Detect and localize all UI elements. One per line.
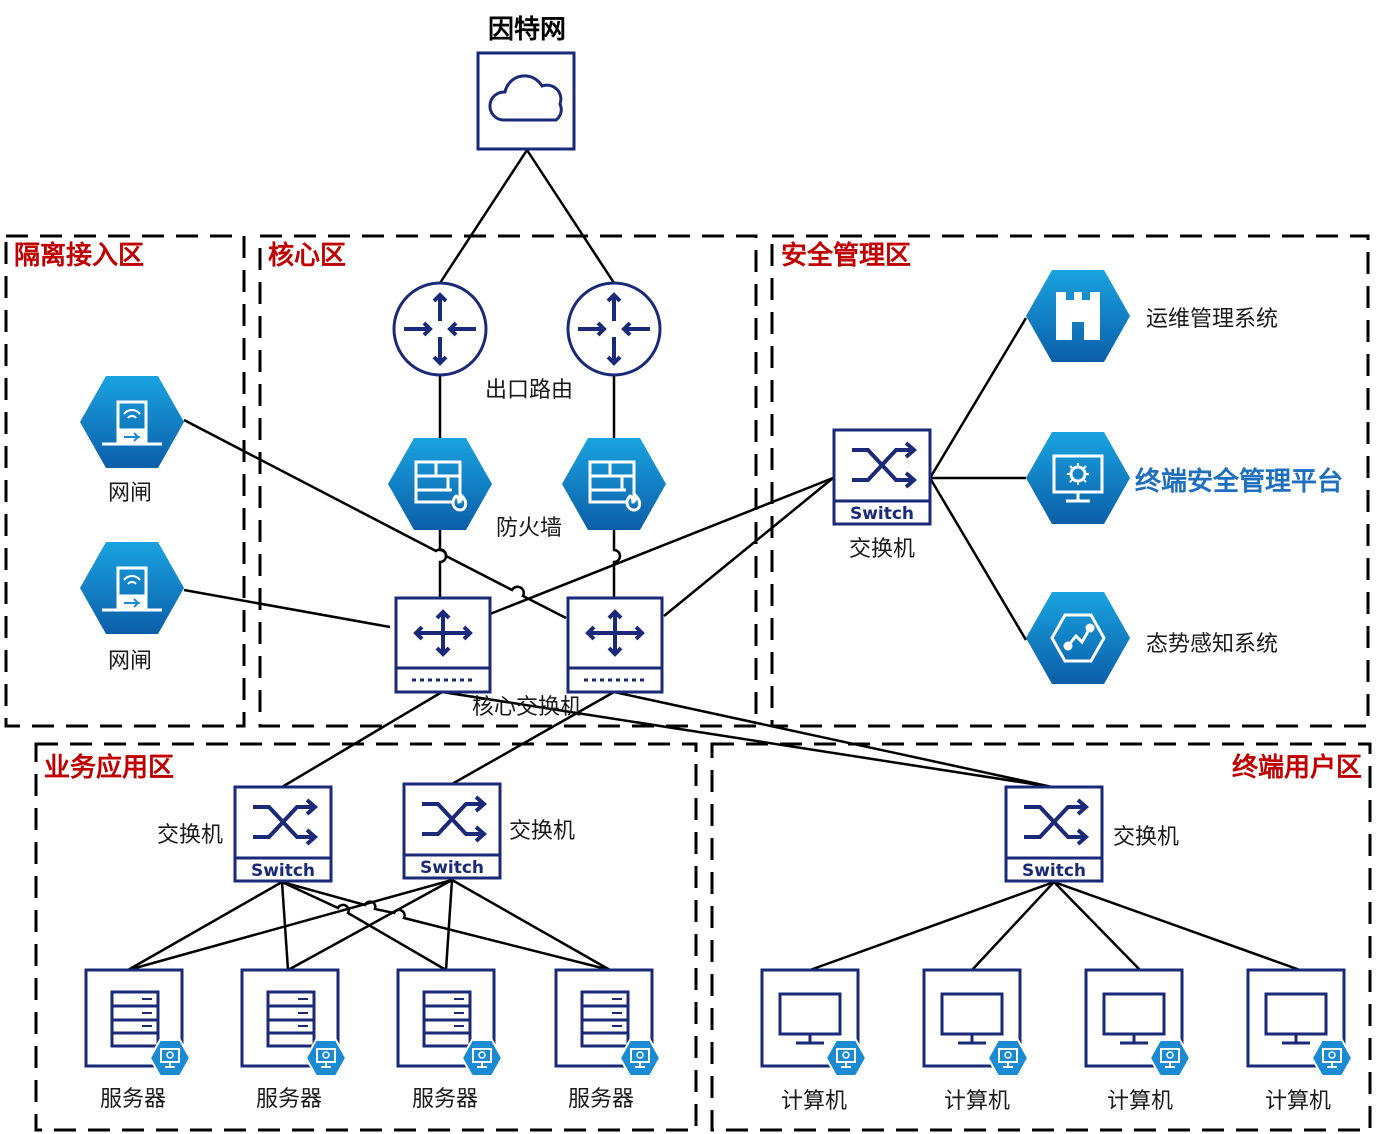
computer-3 xyxy=(1084,968,1191,1077)
system-label-3: 态势感知系统 xyxy=(1146,632,1278,657)
security-switch-label: 交换机 xyxy=(849,537,915,562)
computer-label-3: 计算机 xyxy=(1107,1089,1173,1114)
server-4 xyxy=(554,968,661,1077)
computer-1 xyxy=(760,968,867,1077)
zone-title-security: 安全管理区 xyxy=(781,240,911,271)
core-switch-label: 核心交换机 xyxy=(472,695,582,720)
core-switch-1 xyxy=(394,596,492,694)
switch-word: Switch xyxy=(251,861,315,881)
computer-2 xyxy=(922,968,1029,1077)
business-switch-label-2: 交换机 xyxy=(509,819,575,844)
system-label-1: 运维管理系统 xyxy=(1146,307,1278,332)
firewall-icon xyxy=(588,460,642,512)
gateway-icon xyxy=(102,400,162,446)
computer-label-2: 计算机 xyxy=(944,1089,1010,1114)
computer-label-1: 计算机 xyxy=(781,1089,847,1114)
business-switch-1: Switch xyxy=(233,785,333,883)
router-1 xyxy=(392,281,488,377)
server-1 xyxy=(84,968,191,1077)
server-label-4: 服务器 xyxy=(568,1087,634,1112)
zone-business-border xyxy=(34,742,698,1132)
monitor-gear-icon xyxy=(1052,454,1104,503)
switch-word: Switch xyxy=(850,504,914,524)
business-switch-label-1: 交换机 xyxy=(157,823,223,848)
gateway-icon xyxy=(102,566,162,612)
ops-management-system xyxy=(1026,270,1130,362)
firewall-icon xyxy=(414,460,468,512)
switch-word: Switch xyxy=(1022,861,1086,881)
server-label-1: 服务器 xyxy=(100,1087,166,1112)
gateway-label-2: 网闸 xyxy=(108,649,152,674)
zone-core-border xyxy=(258,234,758,728)
zone-terminal-border xyxy=(710,742,1372,1132)
zone-title-isolation: 隔离接入区 xyxy=(14,240,144,271)
terminal-switch-label: 交换机 xyxy=(1113,825,1179,850)
router-2 xyxy=(566,281,662,377)
internet-node xyxy=(476,51,576,151)
core-switch-2 xyxy=(566,596,664,694)
gateway-2 xyxy=(80,542,184,634)
zone-title-business: 业务应用区 xyxy=(44,752,174,783)
system-label-2: 终端安全管理平台 xyxy=(1135,466,1343,497)
router-label: 出口路由 xyxy=(485,378,573,403)
computer-label-4: 计算机 xyxy=(1265,1089,1331,1114)
situational-awareness-system xyxy=(1026,592,1130,684)
terminal-security-platform xyxy=(1026,432,1130,524)
firewall-1 xyxy=(388,438,492,530)
server-label-3: 服务器 xyxy=(412,1087,478,1112)
firewall-2 xyxy=(562,438,666,530)
internet-label: 因特网 xyxy=(488,14,566,45)
gateway-1 xyxy=(80,376,184,468)
switch-word: Switch xyxy=(420,858,484,878)
server-2 xyxy=(240,968,347,1077)
security-switch: Switch xyxy=(832,428,932,526)
zone-title-core: 核心区 xyxy=(268,240,346,271)
zone-title-terminal: 终端用户区 xyxy=(1232,752,1362,783)
business-switch-2: Switch xyxy=(402,782,502,880)
server-label-2: 服务器 xyxy=(256,1087,322,1112)
gateway-label-1: 网闸 xyxy=(108,481,152,506)
analytics-icon xyxy=(1050,613,1106,663)
zone-isolation-border xyxy=(4,234,246,728)
firewall-label: 防火墙 xyxy=(496,516,562,541)
server-3 xyxy=(396,968,503,1077)
cloud-icon xyxy=(488,74,563,122)
castle-icon xyxy=(1056,292,1100,340)
connections xyxy=(127,149,1301,972)
terminal-switch: Switch xyxy=(1004,785,1104,883)
computer-4 xyxy=(1246,968,1353,1077)
